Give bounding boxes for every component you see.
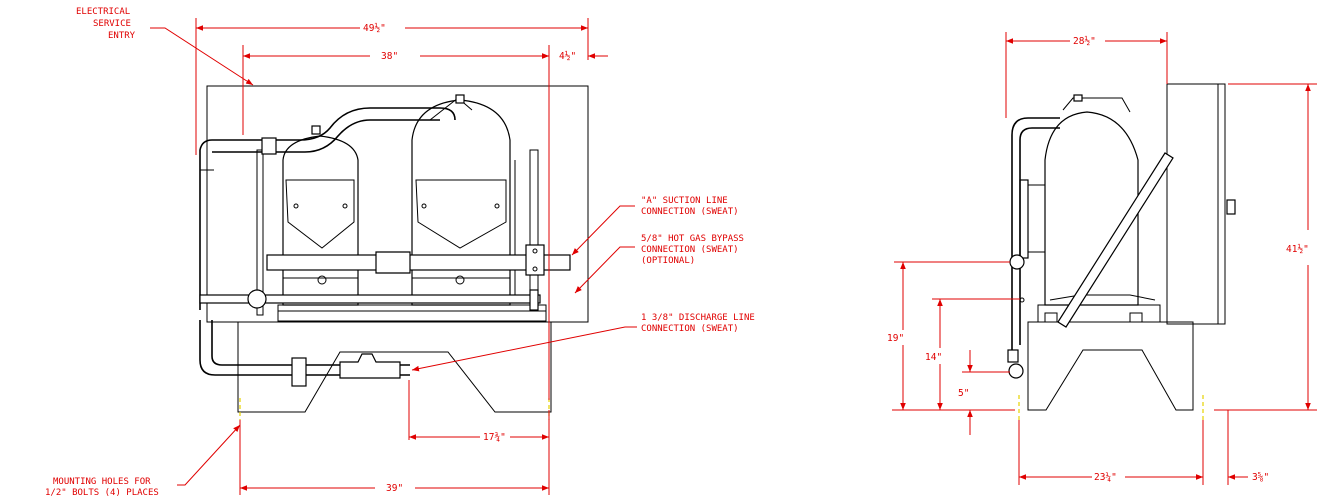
front-base bbox=[237, 321, 552, 413]
side-dimensions bbox=[892, 32, 1317, 485]
svg-text:ENTRY: ENTRY bbox=[108, 31, 136, 41]
callout-mounting: MOUNTING HOLES FOR 1/2" BOLTS (4) PLACES bbox=[45, 477, 159, 498]
callout-suction: "A" SUCTION LINE CONNECTION (SWEAT) bbox=[641, 196, 739, 217]
svg-text:ELECTRICAL: ELECTRICAL bbox=[76, 7, 130, 17]
dim-discharge-offset: 17¾" bbox=[483, 432, 506, 443]
front-suction-line bbox=[266, 254, 571, 271]
svg-text:CONNECTION (SWEAT): CONNECTION (SWEAT) bbox=[641, 245, 739, 255]
svg-text:CONNECTION (SWEAT): CONNECTION (SWEAT) bbox=[641, 207, 739, 217]
svg-text:5/8" HOT GAS BYPASS: 5/8" HOT GAS BYPASS bbox=[641, 234, 744, 244]
front-compressor-right bbox=[411, 99, 511, 306]
front-top-pipe bbox=[199, 107, 456, 310]
svg-text:1/2" BOLTS (4) PLACES: 1/2" BOLTS (4) PLACES bbox=[45, 488, 159, 498]
dim-side-bolt-span: 23¼" bbox=[1094, 472, 1117, 483]
dim-offset: 4½" bbox=[559, 51, 576, 62]
side-pipe bbox=[1011, 117, 1060, 360]
dim-suction-height: 19" bbox=[887, 333, 904, 344]
dim-inner-width: 38" bbox=[381, 51, 398, 62]
front-compressor-left bbox=[282, 135, 359, 306]
front-dimensions bbox=[150, 18, 637, 495]
callout-discharge: 1 3/8" DISCHARGE LINE CONNECTION (SWEAT) bbox=[641, 313, 755, 334]
front-discharge-line bbox=[199, 320, 410, 376]
svg-text:SERVICE: SERVICE bbox=[93, 19, 131, 29]
front-skid bbox=[277, 304, 547, 322]
side-view bbox=[1007, 83, 1236, 420]
front-hotgas-line bbox=[199, 294, 541, 304]
callout-hot-gas: 5/8" HOT GAS BYPASS CONNECTION (SWEAT) (… bbox=[641, 234, 744, 266]
svg-text:(OPTIONAL): (OPTIONAL) bbox=[641, 256, 695, 266]
callout-electrical: ELECTRICAL SERVICE ENTRY bbox=[76, 7, 136, 41]
dim-bolt-span: 39" bbox=[386, 483, 403, 494]
svg-text:CONNECTION (SWEAT): CONNECTION (SWEAT) bbox=[641, 324, 739, 334]
svg-text:"A" SUCTION LINE: "A" SUCTION LINE bbox=[641, 196, 728, 206]
front-view bbox=[199, 85, 589, 420]
dim-side-offset: 3⅝" bbox=[1252, 472, 1269, 483]
front-cabinet-panel bbox=[206, 85, 589, 323]
side-electrical-box bbox=[1166, 83, 1226, 325]
dim-discharge-height: 5" bbox=[958, 388, 969, 399]
side-base bbox=[1027, 321, 1194, 411]
svg-text:MOUNTING HOLES FOR: MOUNTING HOLES FOR bbox=[53, 477, 151, 487]
dim-side-top-width: 28½" bbox=[1073, 36, 1096, 47]
side-compressor bbox=[1044, 111, 1139, 306]
svg-text:1 3/8" DISCHARGE LINE: 1 3/8" DISCHARGE LINE bbox=[641, 313, 755, 323]
dim-overall-width: 49½" bbox=[363, 23, 386, 34]
dim-side-height: 41½" bbox=[1286, 244, 1309, 255]
dim-hotgas-height: 14" bbox=[925, 352, 942, 363]
